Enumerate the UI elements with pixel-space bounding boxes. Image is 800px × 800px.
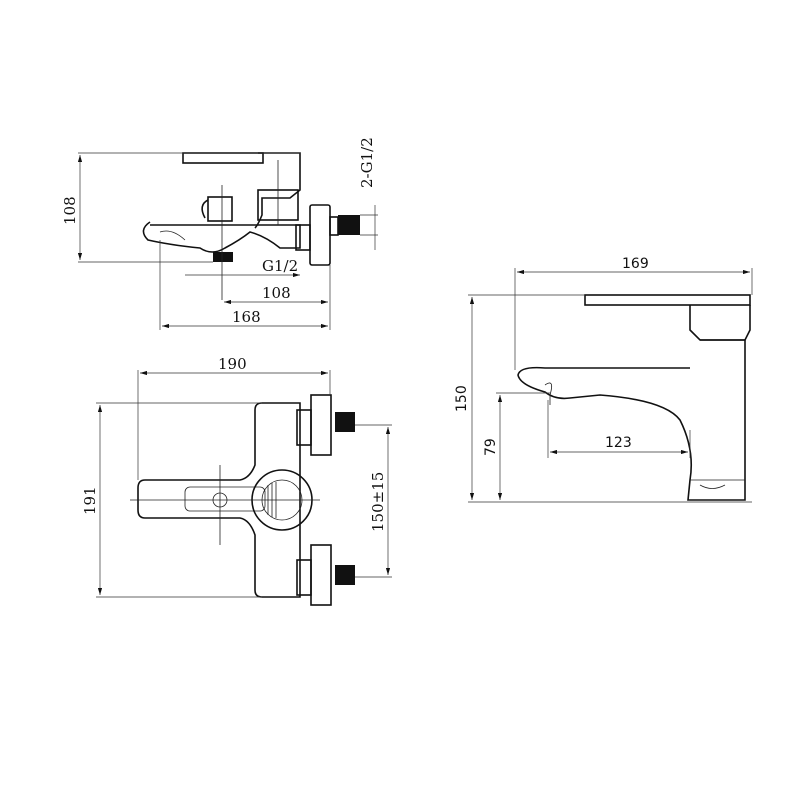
side-view: 108 2-G1/2 G1/2 108 168 bbox=[61, 137, 378, 330]
basin-height-dim: 150 bbox=[454, 385, 470, 412]
basin-width-dim: 169 bbox=[622, 256, 649, 272]
outlet-to-wall-dim: 108 bbox=[262, 284, 291, 302]
faucet-outline bbox=[517, 294, 751, 501]
top-view: 190 191 150±15 bbox=[81, 355, 392, 606]
basin-view: 169 150 79 123 bbox=[454, 256, 753, 503]
outlet-thread bbox=[213, 252, 233, 262]
dimensions: 108 2-G1/2 G1/2 108 168 bbox=[61, 137, 378, 330]
overall-length-dim: 168 bbox=[232, 308, 261, 326]
side-height-dim: 108 bbox=[61, 196, 79, 225]
spout-height-dim: 79 bbox=[483, 438, 499, 456]
top-depth-dim: 191 bbox=[81, 486, 99, 515]
faucet-outline bbox=[130, 394, 355, 606]
dimensions: 169 150 79 123 bbox=[454, 256, 753, 503]
dimensions: 190 191 150±15 bbox=[81, 355, 392, 598]
spout-reach-dim: 123 bbox=[605, 435, 632, 451]
outlet-thread-label: G1/2 bbox=[262, 257, 298, 275]
inlet-spacing-dim: 150±15 bbox=[369, 472, 387, 532]
top-width-dim: 190 bbox=[218, 355, 247, 373]
faucet-outline bbox=[142, 152, 360, 300]
inlet-thread-label: 2-G1/2 bbox=[358, 137, 376, 188]
inlet-thread bbox=[338, 215, 360, 235]
